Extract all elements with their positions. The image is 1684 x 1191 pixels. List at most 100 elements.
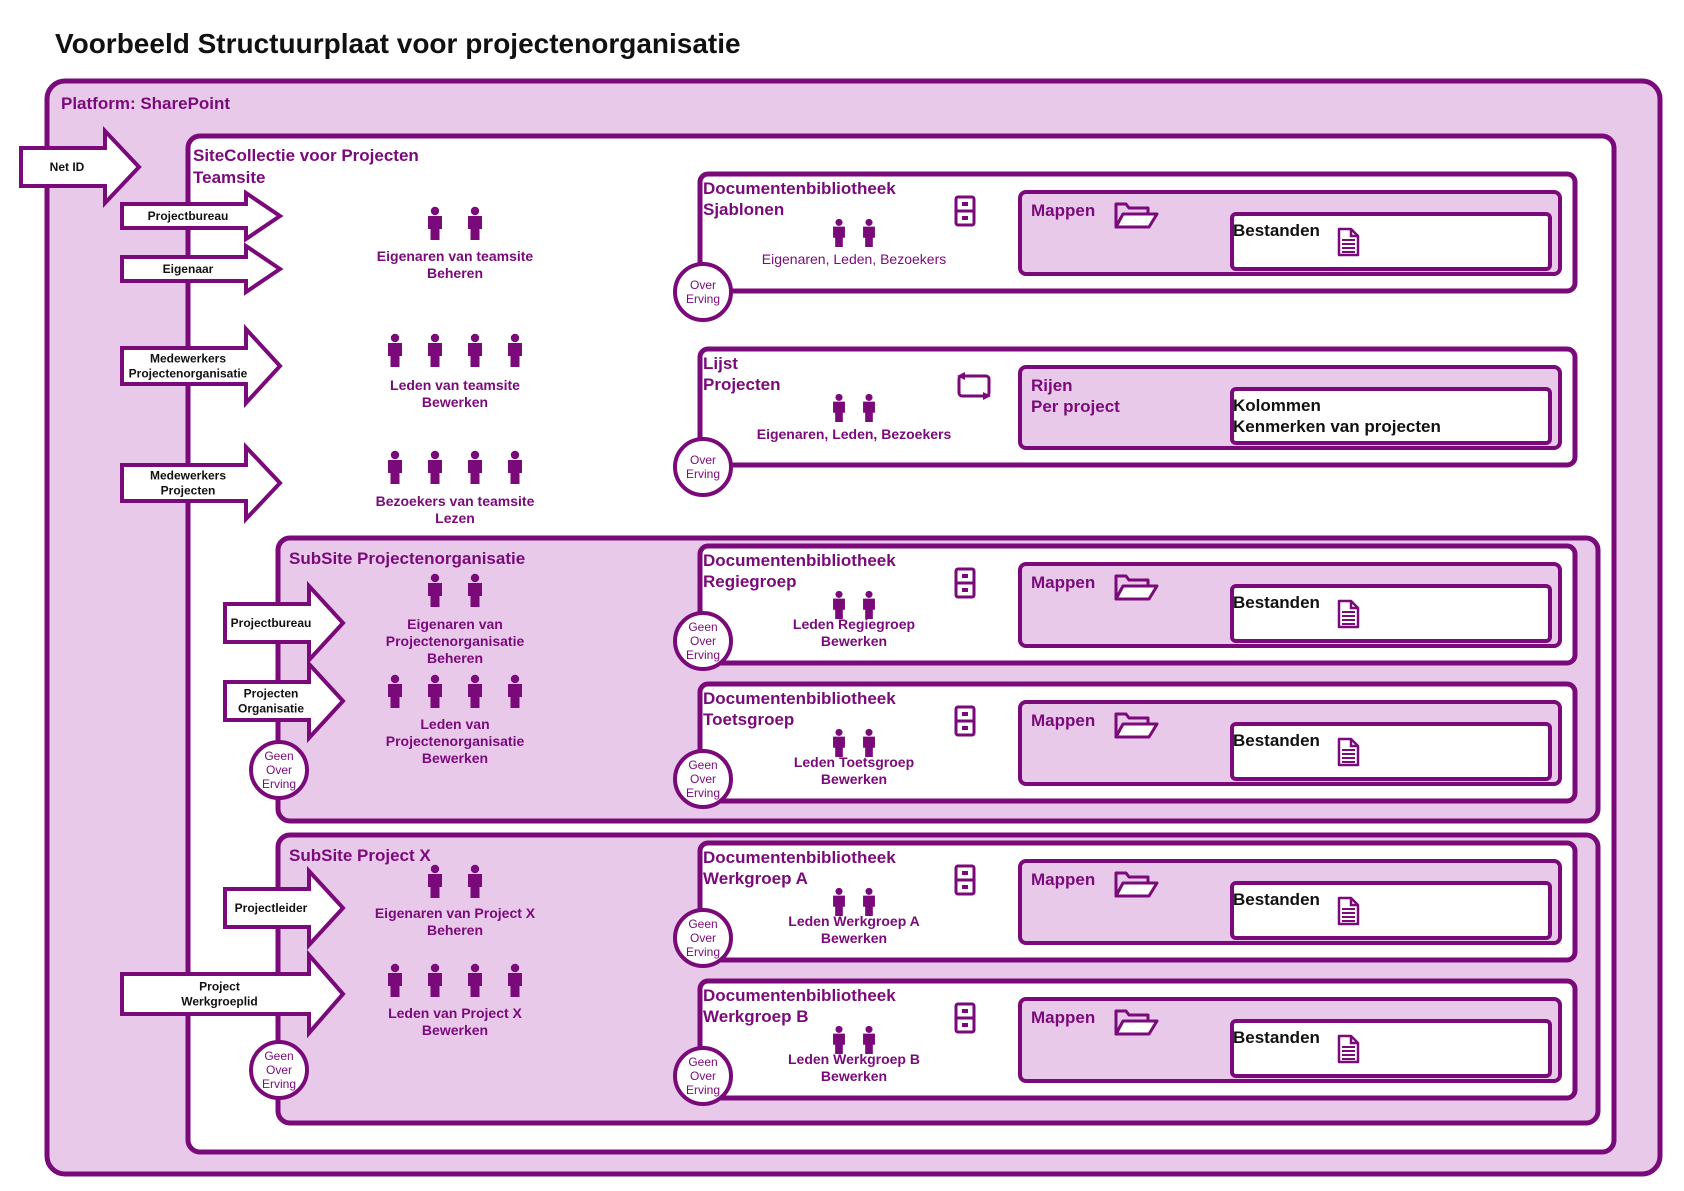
content-left-label: Mappen (1031, 201, 1095, 220)
person-head (835, 393, 843, 401)
person-body (468, 973, 482, 997)
person-icon (508, 450, 522, 484)
document-fold (1349, 898, 1358, 907)
inheritance-label: Over (690, 1069, 716, 1083)
person-icon (428, 333, 442, 367)
person-head (430, 333, 440, 343)
person-body (468, 874, 482, 898)
arrow-label: Projecten (161, 484, 216, 498)
inheritance-circle (673, 749, 733, 809)
person-icon (833, 887, 845, 917)
person-icon (833, 728, 845, 758)
person-head (430, 573, 440, 583)
folder-icon (1114, 1009, 1159, 1036)
access-label: Leden Regiegroep (793, 616, 915, 632)
person-body (388, 460, 402, 484)
cabinet-icon (954, 567, 976, 599)
cabinet-handle (962, 885, 968, 889)
cabinet-handle (962, 574, 968, 578)
medewerkers-projectenorg-arrow (120, 323, 283, 409)
net-id-arrow (19, 125, 142, 209)
projectbureau-arrow (223, 580, 346, 666)
arrow-label: Projectleider (235, 901, 308, 915)
inheritance-label: Erving (686, 786, 720, 800)
cabinet-handle (962, 871, 968, 875)
person-icon (863, 887, 875, 917)
content-subpanel (1230, 387, 1552, 445)
library-title: Werkgroep A (703, 869, 808, 888)
person-head (470, 864, 480, 874)
inheritance-circle (673, 908, 733, 968)
person-head (390, 674, 400, 684)
group-label: Eigenaren van (407, 616, 503, 632)
library-title: Werkgroep B (703, 1007, 809, 1026)
folder-front (1114, 1019, 1159, 1036)
person-head (865, 590, 873, 598)
person-icon (863, 590, 875, 620)
group-label: Bewerken (422, 1022, 488, 1038)
inheritance-label: Erving (262, 777, 296, 791)
access-label: Eigenaren, Leden, Bezoekers (762, 251, 946, 267)
person-head (430, 674, 440, 684)
document-fold (1349, 229, 1358, 238)
library-title: Documentenbibliotheek (703, 986, 896, 1005)
person-head (865, 887, 873, 895)
eigenaar-arrow (120, 242, 284, 296)
document-icon (1337, 227, 1360, 257)
person-body (428, 460, 442, 484)
person-body (428, 973, 442, 997)
person-body (508, 684, 522, 708)
person-icon (428, 206, 442, 240)
group-label: Lezen (435, 510, 475, 526)
library-title: Projecten (703, 375, 780, 394)
person-head (390, 450, 400, 460)
arrow-label: Net ID (50, 160, 85, 174)
content-left-label: Per project (1031, 397, 1120, 416)
project-werkgroeplid-arrow (120, 949, 346, 1039)
content-left-label: Mappen (1031, 870, 1095, 889)
group-label: Bewerken (422, 750, 488, 766)
person-icon (388, 963, 402, 997)
person-icon (508, 963, 522, 997)
library-title: Lijst (703, 354, 738, 373)
person-body (833, 226, 845, 248)
person-head (430, 963, 440, 973)
person-head (835, 728, 843, 736)
person-body (833, 1033, 845, 1055)
arrow-label: Projecten (244, 687, 299, 701)
person-body (863, 736, 875, 758)
inheritance-label: Over (266, 1063, 292, 1077)
inheritance-label: Erving (686, 1083, 720, 1097)
arrow-label: Projectbureau (148, 209, 229, 223)
person-icon (508, 333, 522, 367)
platform-label: Platform: SharePoint (61, 94, 230, 113)
person-head (510, 450, 520, 460)
library-title: Documentenbibliotheek (703, 551, 896, 570)
content-right-label: Kolommen (1233, 396, 1321, 415)
person-body (468, 343, 482, 367)
arrow-label: Organisatie (238, 702, 304, 716)
group-label: Leden van (420, 716, 489, 732)
arrow-label: Medewerkers (150, 469, 226, 483)
access-label: Bewerken (821, 930, 887, 946)
person-head (470, 674, 480, 684)
inheritance-label: Erving (686, 945, 720, 959)
inheritance-label: Geen (688, 758, 717, 772)
person-icon (468, 450, 482, 484)
library-title: Sjablonen (703, 200, 784, 219)
folder-icon (1114, 574, 1159, 601)
person-icon (388, 333, 402, 367)
content-subpanel (1230, 212, 1552, 271)
inheritance-label: Over (690, 634, 716, 648)
group-label: Beheren (427, 265, 483, 281)
content-right-label: Bestanden (1233, 221, 1320, 240)
person-icon (468, 674, 482, 708)
person-icon (468, 206, 482, 240)
inheritance-circle (673, 1046, 733, 1106)
person-icon (468, 333, 482, 367)
refresh-arrow (957, 372, 965, 380)
arrow-label: Projectenorganisatie (129, 367, 248, 381)
person-icon (428, 864, 442, 898)
access-label: Leden Werkgroep A (788, 913, 919, 929)
